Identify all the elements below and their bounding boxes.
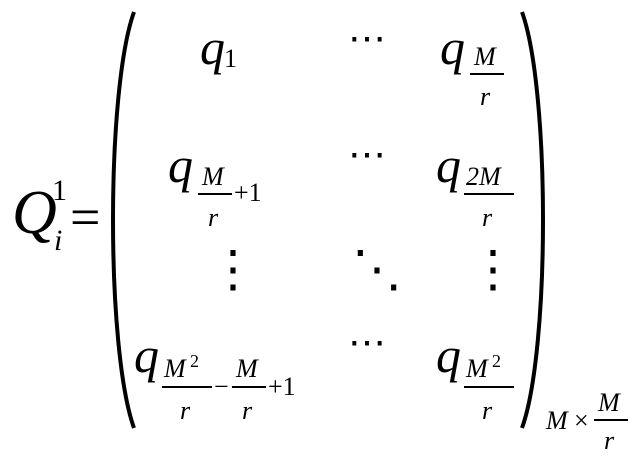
- hdots-4: ⋯: [348, 322, 388, 364]
- entry-q-1-1: q: [200, 19, 225, 75]
- entry-4-3-fraction-bar: [464, 386, 514, 388]
- entry-4-1-num2: M: [236, 354, 258, 383]
- entry-q-4-1: q: [134, 327, 159, 383]
- lhs-symbol-q: Q: [12, 179, 57, 247]
- entry-4-1-fraction-bar-2: [232, 386, 266, 388]
- right-paren: [520, 11, 545, 429]
- entry-4-3-den: r: [482, 396, 493, 425]
- entry-4-1-den1: r: [180, 396, 191, 425]
- entry-4-3-num: M: [466, 354, 488, 383]
- entry-1-3-num: M: [474, 42, 496, 71]
- entry-q-2-1: q: [168, 137, 193, 193]
- equals-sign: =: [70, 187, 101, 247]
- entry-2-3-num: 2M: [466, 162, 501, 191]
- entry-4-1-num1: M: [164, 354, 186, 383]
- entry-q-4-3: q: [436, 327, 461, 383]
- entry-2-1-den: r: [208, 203, 219, 232]
- entry-4-1-num1-exp: 2: [190, 351, 199, 371]
- lhs-subscript: i: [54, 224, 63, 257]
- entry-2-1-tail: +1: [234, 178, 262, 207]
- entry-4-1-tail: +1: [268, 372, 296, 401]
- entry-4-1-minus: −: [214, 372, 229, 401]
- dim-num: M: [598, 388, 620, 417]
- entry-4-1-den2: r: [242, 396, 253, 425]
- vdots-right: ⋮: [468, 241, 518, 297]
- ddots-middle: ⋱: [352, 241, 402, 297]
- entry-4-3-num-exp: 2: [492, 351, 501, 371]
- entry-2-1-fraction-bar: [198, 193, 232, 195]
- dim-times: ×: [574, 406, 589, 435]
- entry-2-3-den: r: [482, 203, 493, 232]
- entry-1-3-fraction-bar: [470, 73, 504, 75]
- dim-fraction-bar: [594, 419, 628, 421]
- vdots-left: ⋮: [208, 241, 258, 297]
- dim-den: r: [604, 426, 615, 455]
- entry-1-3-den: r: [480, 82, 491, 111]
- hdots-1: ⋯: [348, 18, 388, 60]
- lhs-superscript: 1: [52, 174, 67, 207]
- entry-4-1-fraction-bar-1: [162, 386, 212, 388]
- hdots-2: ⋯: [348, 134, 388, 176]
- entry-q-2-3: q: [436, 137, 461, 193]
- left-paren: [111, 11, 136, 429]
- dim-left: M: [546, 406, 568, 435]
- entry-1-1-subscript: 1: [224, 44, 237, 73]
- entry-2-1-num: M: [202, 162, 224, 191]
- entry-2-3-fraction-bar: [464, 193, 514, 195]
- entry-q-1-3: q: [440, 19, 465, 75]
